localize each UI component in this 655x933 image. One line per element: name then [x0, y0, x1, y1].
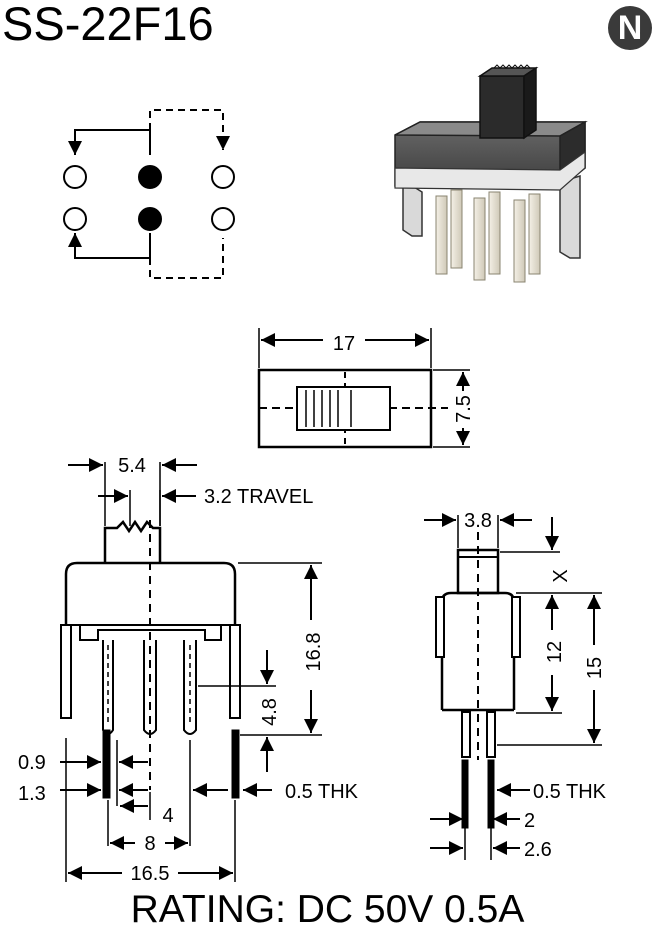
front-frame-leg — [229, 624, 241, 719]
switch-schematic — [63, 109, 235, 279]
terminal-open — [211, 165, 235, 189]
dim-actuator-width: 5.4 — [118, 455, 146, 477]
product-pin — [473, 197, 486, 281]
terminal-open — [211, 207, 235, 231]
product-pin — [450, 189, 463, 269]
rating-label: RATING: DC 50V 0.5A — [130, 888, 525, 931]
dim-pin-width-b: 1.3 — [18, 783, 46, 805]
front-terminal — [231, 729, 240, 799]
front-frame-leg — [60, 624, 72, 719]
frame-leg — [559, 174, 581, 259]
actuator-knob — [479, 75, 525, 139]
brand-logo: N — [608, 6, 652, 50]
product-pin — [488, 191, 501, 275]
side-view — [424, 513, 602, 860]
switch-product-illustration — [394, 64, 588, 283]
dim-side-thickness: 0.5 THK — [533, 781, 607, 803]
dim-pin-span: 8 — [144, 833, 155, 855]
dim-thickness: 0.5 THK — [285, 781, 359, 803]
dim-pin-pitch: 4 — [162, 805, 173, 827]
front-pin — [183, 640, 197, 735]
dim-top-width: 7.5 — [453, 395, 475, 423]
dim-side-pitch: 2 — [524, 810, 535, 832]
dim-pin-width-a: 0.9 — [18, 752, 46, 774]
terminal-common — [138, 207, 162, 231]
front-pin — [143, 640, 157, 735]
dim-side-x: X — [550, 569, 572, 582]
frame-leg — [402, 178, 423, 237]
dim-top-length: 17 — [333, 333, 355, 355]
terminal-open — [63, 165, 87, 189]
brand-logo-letter: N — [617, 9, 643, 47]
dim-side-actuator: 3.8 — [464, 510, 492, 532]
product-pin — [513, 199, 526, 283]
dim-pin-length: 4.8 — [259, 698, 281, 726]
top-view — [257, 328, 470, 449]
dim-travel: 3.2 TRAVEL — [204, 486, 313, 508]
front-view — [60, 458, 322, 882]
metal-cover — [394, 150, 586, 191]
dim-height: 16.8 — [303, 633, 325, 672]
front-body — [64, 561, 237, 718]
terminal-common — [138, 165, 162, 189]
dim-side-total: 15 — [584, 657, 606, 679]
dim-side-span: 2.6 — [524, 839, 552, 861]
top-view-actuator — [296, 386, 391, 431]
dim-side-body: 12 — [544, 641, 566, 663]
terminal-open — [63, 207, 87, 231]
product-pin — [435, 195, 448, 275]
front-actuator — [103, 519, 162, 563]
front-terminal — [102, 729, 111, 799]
part-number-title: SS-22F16 — [2, 0, 214, 50]
product-pin — [528, 193, 541, 275]
dim-overall-width: 16.5 — [131, 863, 170, 885]
